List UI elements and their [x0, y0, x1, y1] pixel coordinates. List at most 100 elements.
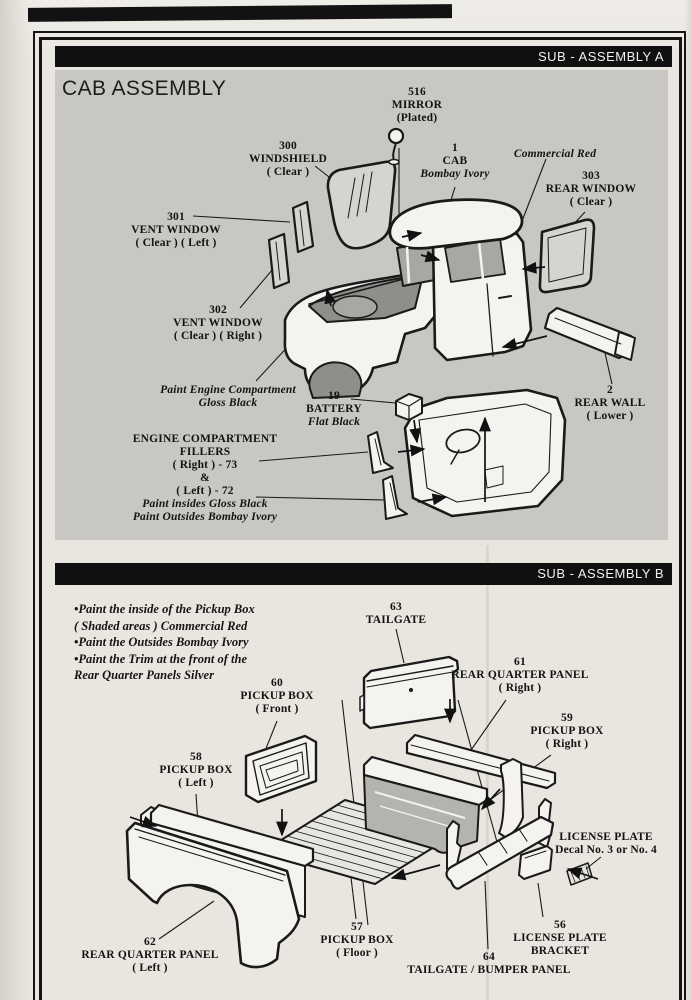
part-label-line: Flat Black — [307, 416, 361, 428]
sub-assembly-a-header: SUB - ASSEMBLY A — [55, 46, 672, 67]
part-label-line: Paint insides Gloss Black — [142, 498, 268, 510]
mirror-part — [387, 127, 405, 166]
part-label-line: PICKUP BOX — [530, 725, 604, 737]
part-label-line: Bombay Ivory — [420, 168, 490, 180]
part-label-line: 56 — [554, 919, 566, 931]
part-label-line: PICKUP BOX — [320, 934, 394, 946]
part-label-line: TAILGATE — [365, 614, 427, 626]
part-label-line: 301 — [167, 211, 185, 223]
part-label-line: CAB — [442, 155, 468, 167]
part-label-line: 302 — [209, 304, 227, 316]
part-label-line: 59 — [561, 712, 573, 724]
part-label-line: REAR QUARTER PANEL — [81, 949, 219, 961]
part-label-line: Paint Engine Compartment — [160, 384, 296, 396]
sub-assembly-b-header: SUB - ASSEMBLY B — [55, 563, 672, 585]
part-label-line: 63 — [390, 601, 402, 613]
part-label-line: Paint Outsides Bombay Ivory — [132, 511, 278, 523]
rear-quarter-left-part — [125, 821, 301, 969]
paint-note-line: •Paint the Outsides Bombay Ivory — [74, 635, 249, 649]
paint-note-line: •Paint the inside of the Pickup Box — [74, 602, 255, 616]
part-label-line: REAR QUARTER PANEL — [451, 669, 589, 681]
part-label-line: 303 — [582, 170, 600, 182]
tailgate-bumper-panel-part — [445, 798, 555, 890]
part-label-line: VENT WINDOW — [131, 224, 221, 236]
pickup-box-front-part — [244, 734, 318, 804]
part-label-line: ( Left ) — [132, 962, 168, 974]
part-label-line: 19 — [328, 390, 340, 402]
paint-note-line: Rear Quarter Panels Silver — [74, 668, 214, 682]
vent-window-left-part — [291, 200, 315, 254]
part-label-line: REAR WALL — [574, 397, 646, 409]
paint-notes: •Paint the inside of the Pickup Box ( Sha… — [74, 601, 284, 684]
part-label-line: 64 — [483, 951, 495, 963]
part-label-line: (Plated) — [396, 112, 438, 124]
part-label-commercial-red: Commercial Red — [470, 148, 640, 161]
rear-wall-part — [543, 306, 636, 361]
license-plate-bracket-part — [518, 845, 553, 880]
cab-assembly-diagram — [192, 127, 636, 520]
part-label-line: VENT WINDOW — [173, 317, 263, 329]
pickup-box-assembly-diagram — [125, 628, 602, 969]
part-label-line: FILLERS — [179, 446, 231, 458]
part-label-line: ( Clear ) — [266, 166, 310, 178]
previous-section-divider-bar — [27, 4, 453, 22]
part-label-line: 62 — [144, 936, 156, 948]
part-label-line: Gloss Black — [198, 397, 258, 409]
part-label-line: BATTERY — [306, 403, 362, 415]
vent-window-right-part — [267, 232, 291, 290]
part-label-line: LICENSE PLATE — [513, 932, 607, 944]
part-label-line: ( Left ) - 72 — [176, 485, 234, 497]
assembly-arrows-a — [324, 229, 548, 506]
part-label-line: ( Floor ) — [336, 947, 378, 959]
paint-note-line: ( Shaded areas ) Commercial Red — [74, 618, 248, 633]
part-label-line: LICENSE PLATE — [559, 831, 653, 843]
cab-assembly-title: CAB ASSEMBLY — [62, 77, 227, 100]
part-label-line: MIRROR — [391, 99, 443, 111]
part-label-line: BRACKET — [530, 945, 590, 957]
part-label-line: 58 — [190, 751, 202, 763]
part-label-line: WINDSHIELD — [248, 153, 328, 165]
assembly-arrows-b — [129, 699, 599, 881]
part-label-line: TAILGATE / BUMPER PANEL — [407, 964, 571, 976]
cab-roof-and-body — [388, 198, 533, 362]
part-label-line: ( Lower ) — [586, 410, 634, 422]
rear-quarter-right-panel-part — [498, 758, 524, 838]
part-label-line: Commercial Red — [513, 148, 597, 160]
part-label-line: 300 — [279, 140, 297, 152]
part-label-line: Decal No. 3 or No. 4 — [555, 844, 657, 856]
tailgate-part — [359, 655, 460, 730]
part-label-line: 516 — [408, 86, 426, 98]
license-plate-decal-part — [566, 862, 593, 886]
part-label-line: 61 — [514, 656, 526, 668]
part-label-line: 57 — [351, 921, 363, 933]
part-label-line: 1 — [452, 142, 458, 154]
engine-filler-parts — [367, 431, 408, 520]
part-label-line: 60 — [271, 677, 283, 689]
part-label-line: PICKUP BOX — [240, 690, 314, 702]
part-label-line: 2 — [607, 384, 613, 396]
part-label-line: ( Clear ) ( Right ) — [173, 330, 263, 342]
part-label-line: ( Front ) — [255, 703, 299, 715]
part-label-line: ( Right ) — [545, 738, 589, 750]
windshield-part — [326, 160, 397, 250]
part-label-line: PICKUP BOX — [159, 764, 233, 776]
part-label-line: & — [200, 472, 210, 484]
